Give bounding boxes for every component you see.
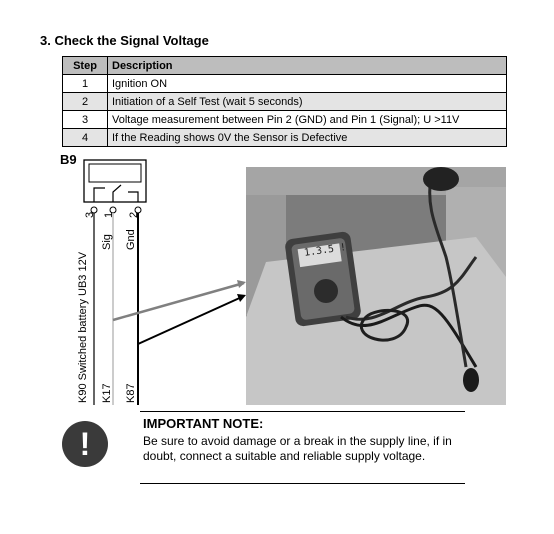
sensor-cable	[428, 176, 468, 368]
section-heading: 3. Check the Signal Voltage	[40, 33, 209, 48]
step-number: 1	[62, 74, 108, 93]
wire-label-signal: Sig	[101, 234, 113, 250]
pin-2-label: 2	[128, 211, 140, 218]
step-number: 3	[62, 110, 108, 129]
sensor-box	[83, 159, 147, 203]
pointer-signal-line	[112, 281, 245, 322]
test-lead-red	[345, 256, 478, 321]
multimeter-dial	[314, 279, 338, 303]
column-header-description: Description	[107, 56, 507, 75]
wire-label-k17: K17	[101, 383, 113, 403]
pointer-ground-line	[137, 295, 245, 345]
sensor-inner-box	[88, 163, 142, 183]
pin-1-label: 1	[103, 211, 115, 218]
test-lead-black	[340, 303, 478, 368]
note-top-rule	[140, 411, 465, 412]
pointer-ground-arrow	[237, 294, 246, 302]
sensor-head	[423, 167, 459, 191]
table-row: 4 If the Reading shows 0V the Sensor is …	[62, 128, 507, 147]
steps-table: Step Description 1 Ignition ON 2 Initiat…	[62, 56, 507, 147]
table-row: 3 Voltage measurement between Pin 2 (GND…	[62, 110, 507, 129]
step-description: Ignition ON	[107, 74, 507, 93]
wire-label-k87: K87	[125, 383, 137, 403]
note-bottom-rule	[140, 483, 465, 484]
note-body: Be sure to avoid damage or a break in th…	[143, 434, 452, 463]
cable-coil	[359, 308, 410, 342]
measurement-photo: 1.3.5 !	[246, 167, 506, 405]
multimeter-display	[297, 243, 342, 268]
table-row: 2 Initiation of a Self Test (wait 5 seco…	[62, 92, 507, 111]
probe-connector	[463, 368, 479, 392]
pin-3-label: 3	[84, 211, 96, 218]
table-header-row: Step Description	[62, 56, 507, 75]
pointer-signal-arrow	[237, 280, 246, 288]
note-title: IMPORTANT NOTE:	[143, 416, 264, 431]
step-description: If the Reading shows 0V the Sensor is De…	[107, 128, 507, 147]
switch-contact	[112, 184, 122, 202]
exclamation-icon: !	[62, 421, 108, 467]
switch-supply	[93, 187, 105, 202]
column-header-step: Step	[62, 56, 108, 75]
switch-ground	[128, 191, 139, 202]
photo-illustration	[246, 167, 506, 405]
step-number: 2	[62, 92, 108, 111]
step-description: Initiation of a Self Test (wait 5 second…	[107, 92, 507, 111]
step-number: 4	[62, 128, 108, 147]
wire-label-supply: K90 Switched battery UB3 12V	[77, 251, 89, 403]
wire-label-ground: Gnd	[125, 229, 137, 250]
step-description: Voltage measurement between Pin 2 (GND) …	[107, 110, 507, 129]
component-label-b9: B9	[60, 152, 77, 167]
table-row: 1 Ignition ON	[62, 74, 507, 93]
